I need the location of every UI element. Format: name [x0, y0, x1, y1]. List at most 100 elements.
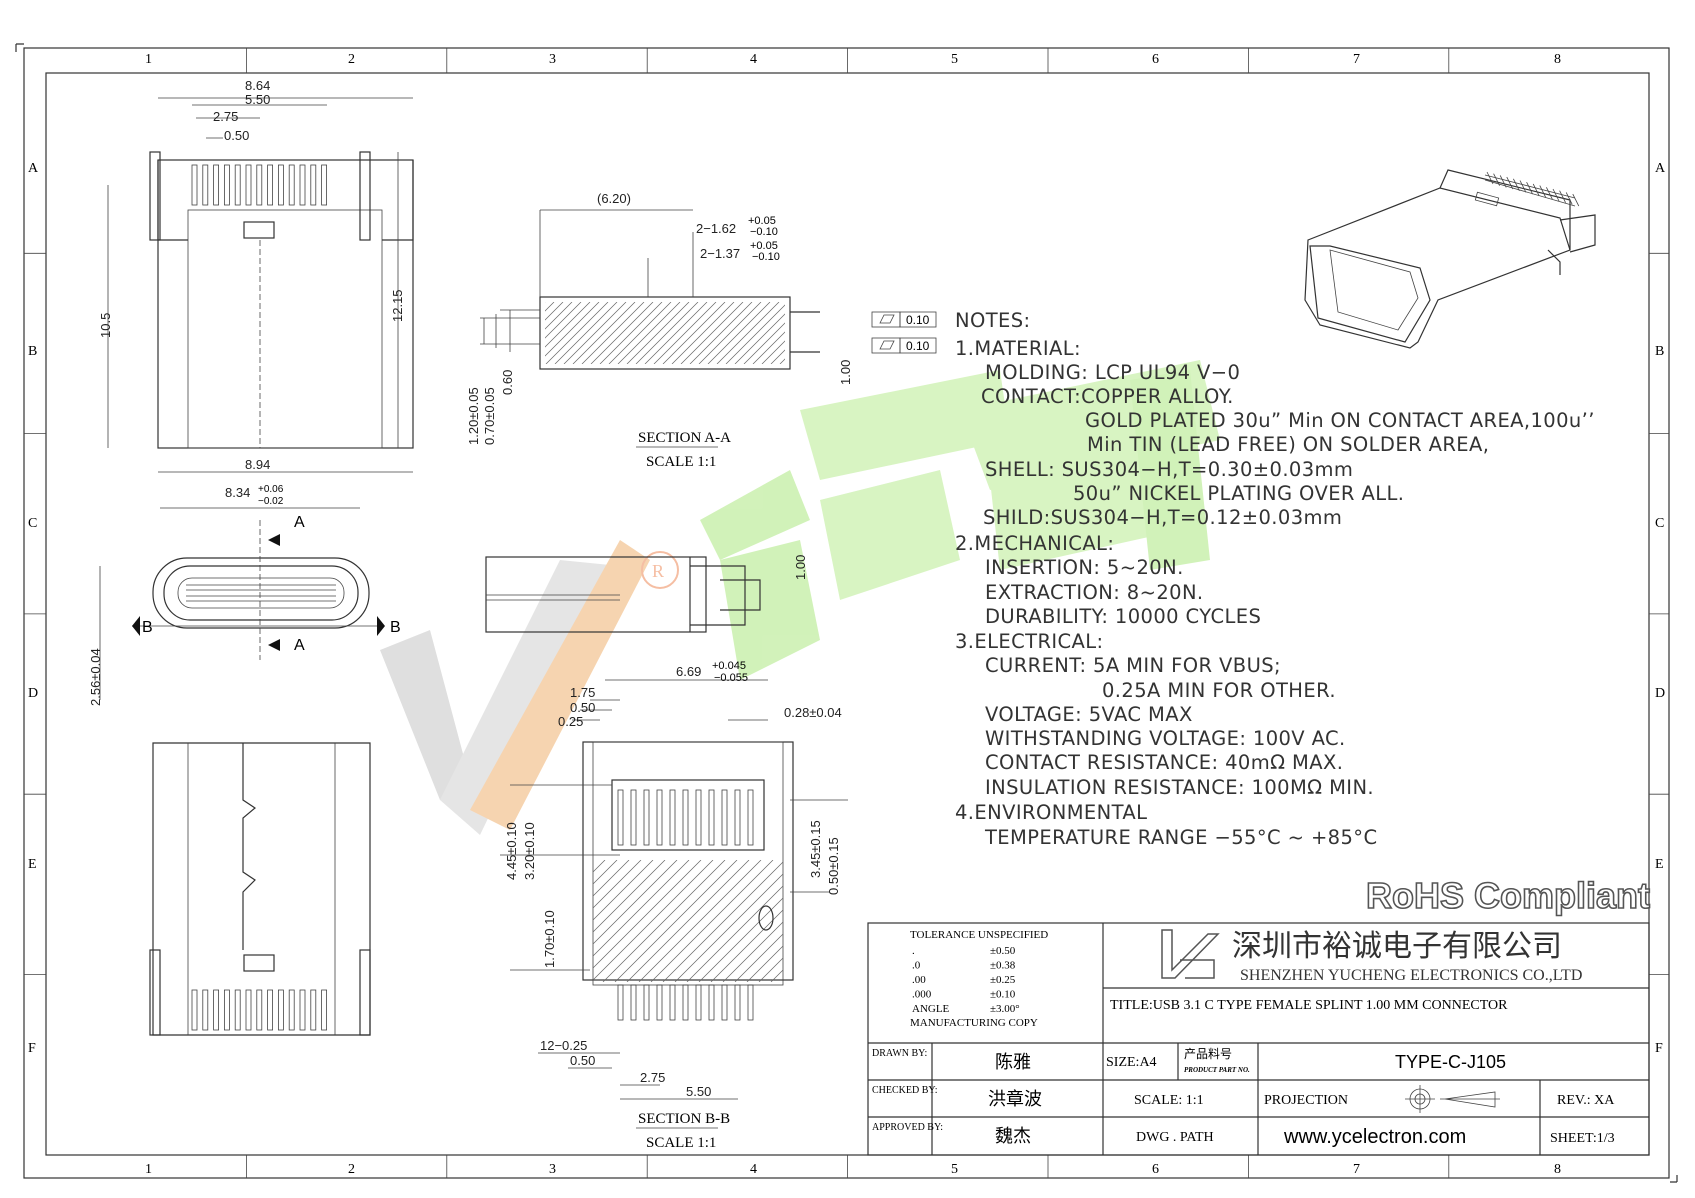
frame-row-right-E: E — [1655, 857, 1664, 872]
dim-1-00: 1.00 — [838, 360, 853, 385]
scale-value: SCALE: 1:1 — [1134, 1093, 1204, 1108]
dim-8-34: 8.34 — [225, 485, 250, 500]
note-line-11: INSERTION: 5~20N. — [985, 556, 1184, 579]
dim-1-62-tol-dn: −0.10 — [750, 226, 778, 238]
website: www.ycelectron.com — [1283, 1126, 1466, 1148]
note-line-5: GOLD PLATED 30u” Min ON CONTACT AREA,100… — [1085, 409, 1595, 432]
approved-by-name: 魏杰 — [995, 1126, 1031, 1146]
dim-6-20: (6.20) — [597, 191, 631, 206]
revision: REV.: XA — [1557, 1093, 1615, 1108]
side-view: 1.00 — [485, 555, 808, 633]
tolerance-key-5: ANGLE — [912, 1003, 950, 1015]
note-line-8: 50u” NICKEL PLATING OVER ALL. — [1073, 482, 1404, 505]
note-line-14: 3.ELECTRICAL: — [955, 630, 1104, 653]
frame-col-bottom-6: 6 — [1152, 1162, 1159, 1177]
frame-row-right-A: A — [1655, 161, 1666, 176]
frame-row-left-F: F — [28, 1041, 36, 1056]
frame-col-top-8: 8 — [1554, 52, 1561, 67]
flatness-value-1: 0.10 — [906, 313, 930, 327]
title-block: TOLERANCE UNSPECIFIED .±0.50.0±0.38.00±0… — [867, 922, 1650, 1156]
company-logo — [1161, 929, 1220, 979]
section-mark-b-right: B — [390, 619, 401, 636]
dim-12-0-25: 12−0.25 — [540, 1038, 587, 1053]
tolerance-title: TOLERANCE UNSPECIFIED — [910, 929, 1048, 941]
note-line-16: 0.25A MIN FOR OTHER. — [1102, 679, 1336, 702]
watermark-logo: R — [380, 360, 1220, 835]
note-line-2: 1.MATERIAL: — [955, 337, 1081, 360]
frame-col-top-7: 7 — [1353, 52, 1360, 67]
front-view: 8.34 +0.06 −0.02 2.56±0.04 A A B B — [88, 484, 401, 706]
company-name-cn: 深圳市裕诚电子有限公司 — [1232, 930, 1562, 963]
frame-row-left-A: A — [28, 161, 39, 176]
note-line-10: 2.MECHANICAL: — [955, 532, 1114, 555]
frame-col-bottom-3: 3 — [549, 1162, 556, 1177]
projection-symbol-icon — [1405, 1085, 1500, 1113]
section-b-b-label: SECTION B-B — [638, 1111, 730, 1127]
dim-3-45: 3.45±0.15 — [808, 820, 823, 878]
frame-row-left-D: D — [28, 686, 38, 701]
section-b-b: 6.69 +0.045 −0.055 1.75 0.50 0.25 0.28±0… — [500, 660, 848, 1151]
frame-row-left-C: C — [28, 516, 37, 531]
tolerance-value-3: ±0.25 — [990, 974, 1016, 986]
dim-6-69-tol-up: +0.045 — [712, 660, 746, 672]
dim-8-94: 8.94 — [245, 457, 270, 472]
note-line-4: CONTACT:COPPER ALLOY. — [981, 385, 1234, 408]
tolerance-key-2: .0 — [912, 960, 921, 972]
dim-2-1-62: 2−1.62 — [696, 221, 736, 236]
tolerance-value-4: ±0.10 — [990, 989, 1016, 1001]
projection-label: PROJECTION — [1264, 1093, 1348, 1108]
frame-col-top-2: 2 — [348, 52, 355, 67]
dim-6-69-tol-dn: −0.055 — [714, 672, 748, 684]
drawn-by-label: DRAWN BY: — [872, 1048, 927, 1059]
frame-col-top-5: 5 — [951, 52, 958, 67]
company-name-en: SHENZHEN YUCHENG ELECTRONICS CO.,LTD — [1240, 967, 1582, 984]
frame-col-bottom-1: 1 — [145, 1162, 152, 1177]
frame-col-bottom-4: 4 — [750, 1162, 757, 1177]
dim-0-50-pitch: 0.50 — [570, 1053, 595, 1068]
dim-0-50-tol: 0.50±0.15 — [826, 837, 841, 895]
dim-0-70: 0.70±0.05 — [482, 387, 497, 445]
note-line-17: VOLTAGE: 5VAC MAX — [985, 703, 1193, 726]
dim-1-37-tol-dn: −0.10 — [752, 251, 780, 263]
frame-col-bottom-5: 5 — [951, 1162, 958, 1177]
note-line-20: INSULATION RESISTANCE: 100MΩ MIN. — [985, 776, 1374, 799]
dim-4-45: 4.45±0.10 — [504, 822, 519, 880]
dim-3-20: 3.20±0.10 — [522, 822, 537, 880]
dim-1-20: 1.20±0.05 — [466, 387, 481, 445]
note-line-7: SHELL: SUS304−H,T=0.30±0.03mm — [985, 458, 1353, 481]
dim-1-70: 1.70±0.10 — [542, 910, 557, 968]
section-a-a: (6.20) 2−1.62 +0.05 −0.10 2−1.37 +0.05 −… — [466, 191, 937, 470]
note-line-12: EXTRACTION: 8~20N. — [985, 581, 1204, 604]
dim-0-50-bb: 0.50 — [570, 700, 595, 715]
frame-row-left-B: B — [28, 344, 37, 359]
bottom-view — [149, 742, 371, 1036]
dim-1-00-side: 1.00 — [793, 555, 808, 580]
frame-row-right-C: C — [1655, 516, 1664, 531]
dim-8-64: 8.64 — [245, 78, 270, 93]
frame-row-right-D: D — [1655, 686, 1665, 701]
note-line-1: NOTES: — [955, 309, 1031, 332]
tolerance-value-5: ±3.00° — [990, 1003, 1020, 1015]
section-mark-b-left: B — [142, 619, 153, 636]
dim-1-62-tol-up: +0.05 — [748, 215, 776, 227]
paper-size: SIZE:A4 — [1106, 1055, 1157, 1070]
dim-2-56: 2.56±0.04 — [88, 648, 103, 706]
section-mark-a-top: A — [294, 514, 305, 531]
rohs-badge: RoHS Compliant — [1366, 875, 1650, 916]
tolerance-key-4: .000 — [912, 989, 932, 1001]
dim-6-69: 6.69 — [676, 664, 701, 679]
dim-5-50-bb: 5.50 — [686, 1084, 711, 1099]
section-b-b-scale: SCALE 1:1 — [646, 1135, 716, 1151]
frame-col-top-6: 6 — [1152, 52, 1159, 67]
dim-2-1-37: 2−1.37 — [700, 246, 740, 261]
approved-by-label: APPROVED BY: — [872, 1122, 943, 1133]
drawn-by-name: 陈雅 — [995, 1052, 1031, 1072]
tolerance-value-2: ±0.38 — [990, 960, 1016, 972]
note-line-19: CONTACT RESISTANCE: 40mΩ MAX. — [985, 751, 1343, 774]
part-no-label-cn: 产品料号 — [1184, 1047, 1232, 1061]
note-line-15: CURRENT: 5A MIN FOR VBUS; — [985, 654, 1281, 677]
top-view: 8.64 5.50 2.75 0.50 10.5 12.15 8.94 — [98, 78, 414, 473]
note-line-9: SHILD:SUS304−H,T=0.12±0.03mm — [983, 506, 1342, 529]
note-line-3: MOLDING: LCP UL94 V−0 — [985, 361, 1240, 384]
